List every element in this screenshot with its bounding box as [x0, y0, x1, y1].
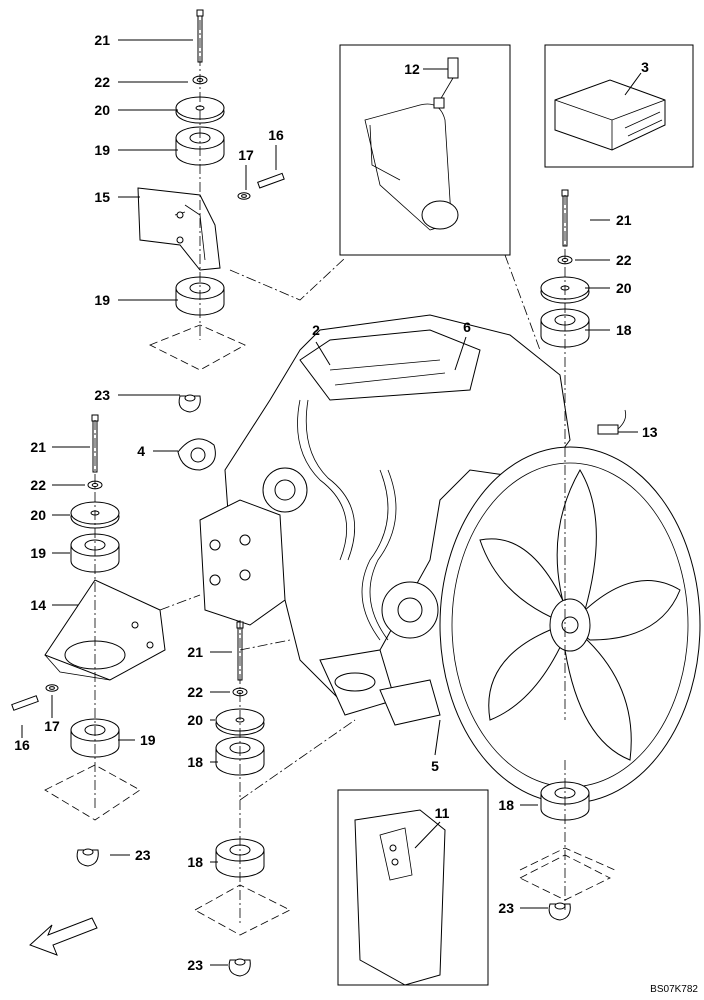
- callout-15: 15: [94, 189, 110, 205]
- bracket-14: [44, 579, 166, 681]
- callout-3: 3: [641, 59, 649, 75]
- callout-16: 16: [14, 737, 30, 753]
- washer-hole: [241, 194, 247, 198]
- callout-14: 14: [30, 597, 46, 613]
- callout-18: 18: [187, 754, 203, 770]
- callout-19: 19: [94, 292, 110, 308]
- callout-20: 20: [94, 102, 110, 118]
- callout-11: 11: [435, 805, 450, 821]
- callout-20: 20: [30, 507, 46, 523]
- engine-assembly: [177, 314, 627, 726]
- stopper: [178, 395, 201, 413]
- callout-5: 5: [431, 758, 439, 774]
- callout-20: 20: [616, 280, 632, 296]
- callout-21: 21: [94, 32, 110, 48]
- callout-labels: 21 22 20 19 15 17 16 19 23 12 3 21 22 20…: [14, 32, 658, 973]
- callout-21: 21: [187, 644, 203, 660]
- callout-2: 2: [312, 322, 320, 338]
- callout-19: 19: [140, 732, 156, 748]
- bolt-head: [196, 9, 204, 17]
- callout-17: 17: [238, 147, 254, 163]
- leader-lines: [21, 39, 642, 966]
- detail-box-relay: [337, 789, 489, 986]
- bolt-16: [257, 172, 285, 189]
- bolt-shank: [237, 627, 243, 681]
- callout-17: 17: [44, 718, 60, 734]
- callout-6: 6: [463, 319, 471, 335]
- callout-16: 16: [268, 127, 284, 143]
- callout-4: 4: [137, 443, 145, 459]
- callout-23: 23: [187, 957, 203, 973]
- cooling-fan: [439, 446, 701, 804]
- callout-22: 22: [616, 252, 632, 268]
- detail-box-controller: [544, 44, 694, 168]
- callout-18: 18: [498, 797, 514, 813]
- stopper-hole: [82, 848, 94, 856]
- callout-22: 22: [30, 477, 46, 493]
- detail-box-sensor: [339, 44, 511, 256]
- stopper-hole: [184, 394, 196, 402]
- callout-23: 23: [498, 900, 514, 916]
- callout-18: 18: [187, 854, 203, 870]
- callout-19: 19: [94, 142, 110, 158]
- washer-hole: [49, 686, 55, 690]
- bolt-16: [11, 695, 39, 711]
- callout-22: 22: [187, 684, 203, 700]
- dashed-guides: [44, 20, 616, 936]
- callout-21: 21: [616, 212, 632, 228]
- callout-18: 18: [616, 322, 632, 338]
- front-direction-arrow: [29, 917, 98, 956]
- callout-12: 12: [404, 61, 420, 77]
- callout-19: 19: [30, 545, 46, 561]
- callout-23: 23: [135, 847, 151, 863]
- callout-13: 13: [642, 424, 658, 440]
- callout-22: 22: [94, 74, 110, 90]
- bracket-15: [137, 187, 221, 271]
- drawing-code: BS07K782: [650, 984, 698, 995]
- stopper: [76, 849, 99, 867]
- callout-20: 20: [187, 712, 203, 728]
- callout-21: 21: [30, 439, 46, 455]
- stopper-hole: [234, 958, 246, 966]
- stopper-hole: [554, 902, 566, 910]
- stopper: [228, 959, 251, 977]
- callout-23: 23: [94, 387, 110, 403]
